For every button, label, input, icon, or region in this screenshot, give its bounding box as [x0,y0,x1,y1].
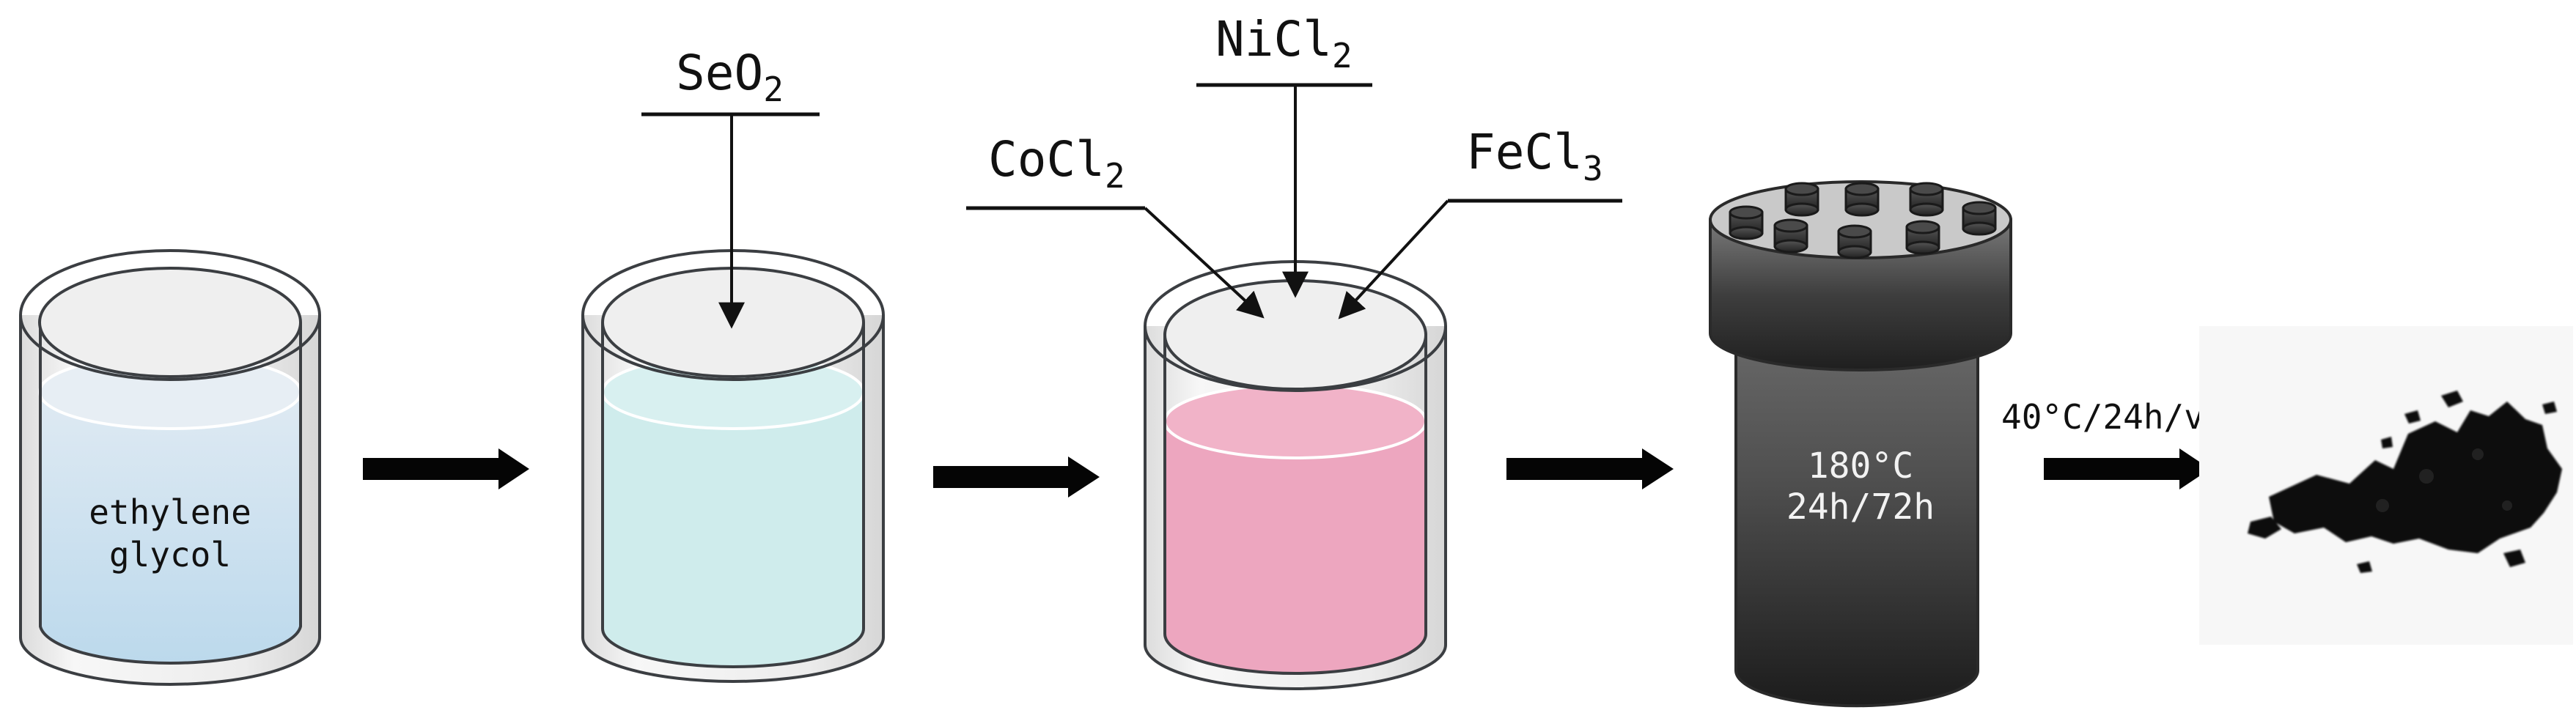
right-arrow-icon [1506,448,1674,489]
beaker-label-line1: ethylene [89,492,251,532]
right-arrow-icon [2044,448,2210,489]
reagent-cocl2: CoCl2 [966,131,1265,319]
beaker-ethylene-glycol: ethylene glycol [19,249,321,686]
right-arrow-icon [363,448,529,489]
beaker-metal-chlorides [1144,260,1447,690]
reagent-nicl2-label: NiCl2 [1215,11,1353,75]
powder-image [2199,326,2573,645]
autoclave-temperature: 180°C [1808,445,1914,487]
reagent-seo2: SeO2 [641,45,820,329]
autoclave-duration: 24h/72h [1786,487,1935,528]
reagent-cocl2-label: CoCl2 [988,131,1125,196]
reagent-fecl3: FeCl3 [1338,124,1622,319]
beaker-seo2 [581,249,885,683]
right-arrow-icon [933,456,1100,498]
reagent-seo2-label: SeO2 [676,45,784,109]
autoclave-bolts [1729,182,1997,259]
autoclave-icon: 180°C 24h/72h [1709,180,2012,708]
reagent-fecl3-label: FeCl3 [1466,124,1603,188]
reagent-nicl2: NiCl2 [1196,11,1372,298]
beaker-label-line2: glycol [109,535,231,574]
